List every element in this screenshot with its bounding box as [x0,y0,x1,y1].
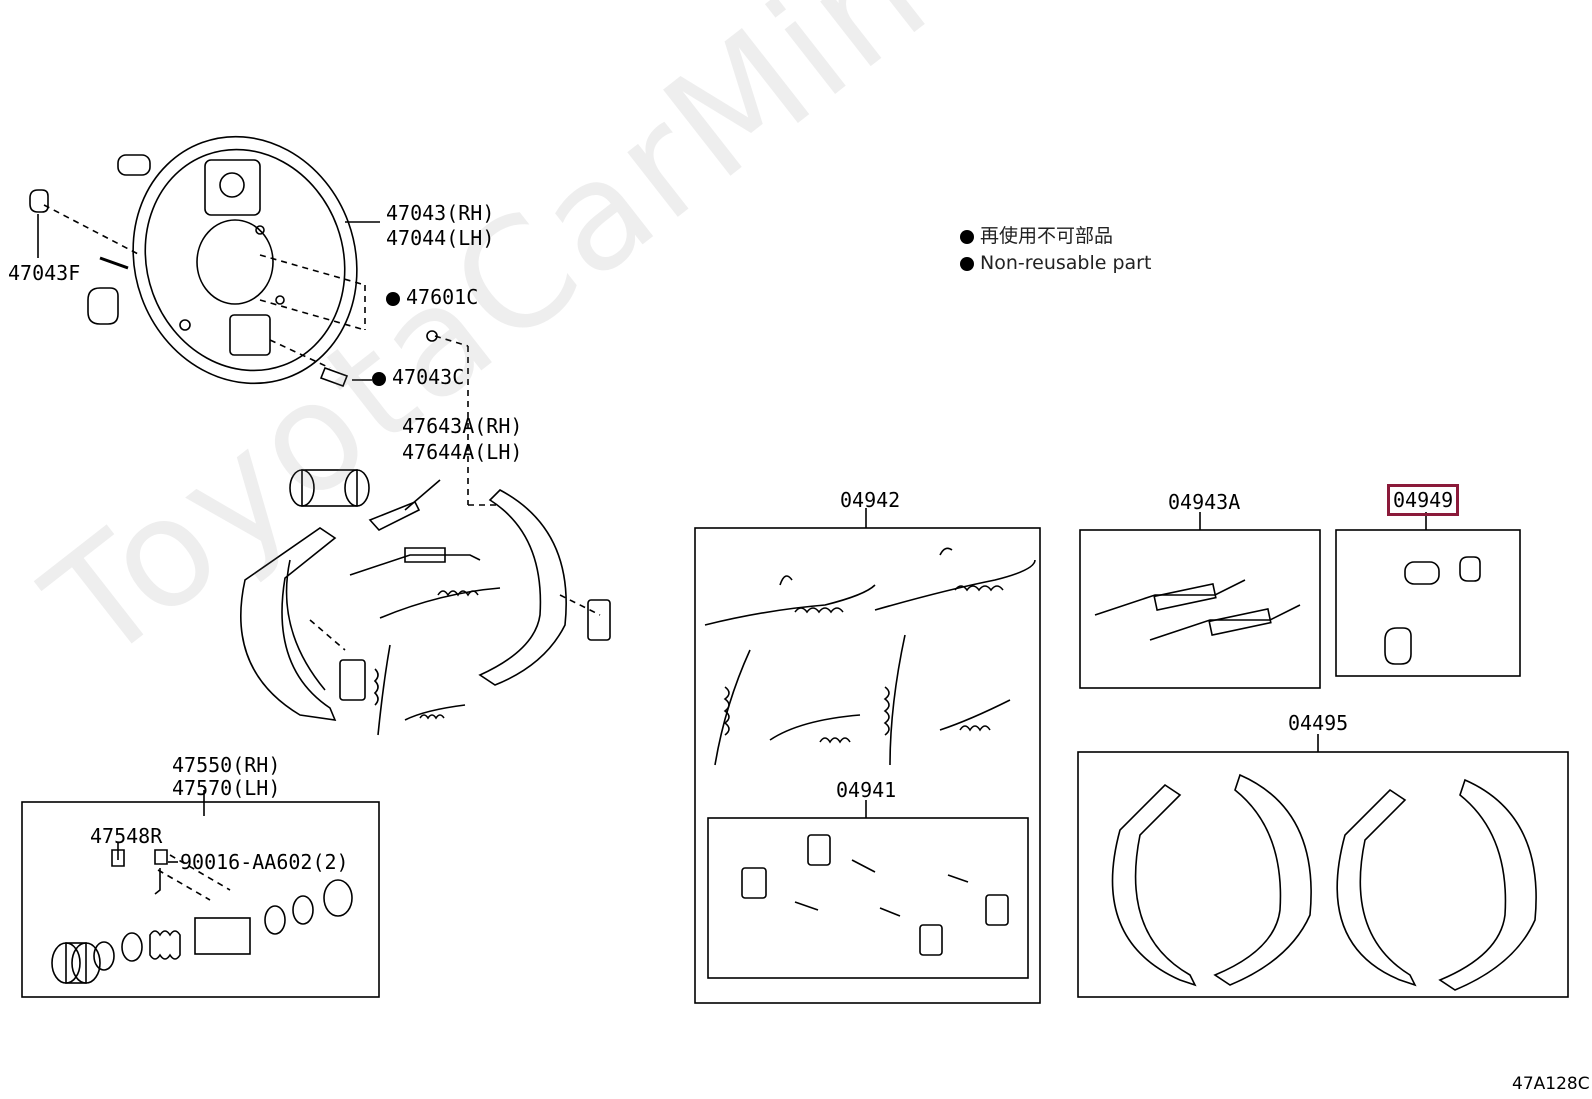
part-label-47043C[interactable]: 47043C [372,367,464,387]
non-reusable-dot-icon [372,371,386,386]
part-label-text: 47601C [406,285,479,309]
legend-jp-text: 再使用不可部品 [980,225,1114,247]
plug-kit-icon[interactable] [1384,556,1481,665]
part-label-47043F[interactable]: 47043F [8,261,81,285]
legend-en-text: Non-reusable part [980,252,1152,274]
part-label-47550[interactable]: 47550(RH) [172,753,281,777]
legend-en: Non-reusable part [960,254,1151,273]
adjuster-icon[interactable] [349,500,501,736]
brake-shoe-icon[interactable] [240,489,611,721]
part-label-47044lh[interactable]: 47044(LH) [386,226,495,250]
kit-box-04942 [694,527,1041,1004]
part-label-47570[interactable]: 47570(LH) [172,776,281,800]
leader-lines [43,204,601,901]
kit-label-04943A[interactable]: 04943A [1168,490,1241,514]
backing-plate-icon[interactable] [99,105,391,415]
kit-box-04943A [1079,529,1321,689]
part-label-47644A[interactable]: 47644A(LH) [402,440,523,464]
kit-box-04949 [1335,529,1521,677]
kit-label-04949[interactable]: 04949 [1386,484,1460,516]
wheel-cylinder-icon[interactable] [289,469,370,507]
non-reusable-dot-icon [960,229,974,244]
diagram-code: 47A128C [1512,1074,1590,1094]
kit-box-47550 [21,801,380,998]
kit-label-04941[interactable]: 04941 [836,778,897,802]
part-label-47548R[interactable]: 47548R [90,824,163,848]
non-reusable-dot-icon [960,256,974,271]
kit-label-04495[interactable]: 04495 [1288,711,1349,735]
part-label-47643A[interactable]: 47643A(RH) [402,414,523,438]
plug-icon[interactable] [29,154,151,325]
wheel-cylinder-kit-icon[interactable] [51,849,353,984]
adjuster-kit-icon[interactable] [1094,579,1301,641]
kit-box-04941 [707,817,1029,979]
legend-jp: 再使用不可部品 [960,227,1113,246]
non-reusable-dot-icon [386,291,400,306]
kit-box-04495 [1077,751,1569,998]
part-label-47043rh[interactable]: 47043(RH) [386,201,495,225]
part-label-text: 47043C [392,365,465,389]
brake-shoe-set-icon[interactable] [1111,773,1537,991]
part-label-47601C[interactable]: 47601C [386,287,478,307]
part-label-90016[interactable]: 90016-AA602(2) [180,850,349,874]
spring-set-icon[interactable] [704,547,1036,766]
label-leaders [37,214,441,863]
kit-label-04942[interactable]: 04942 [840,488,901,512]
hold-down-kit-icon[interactable] [741,834,1009,956]
